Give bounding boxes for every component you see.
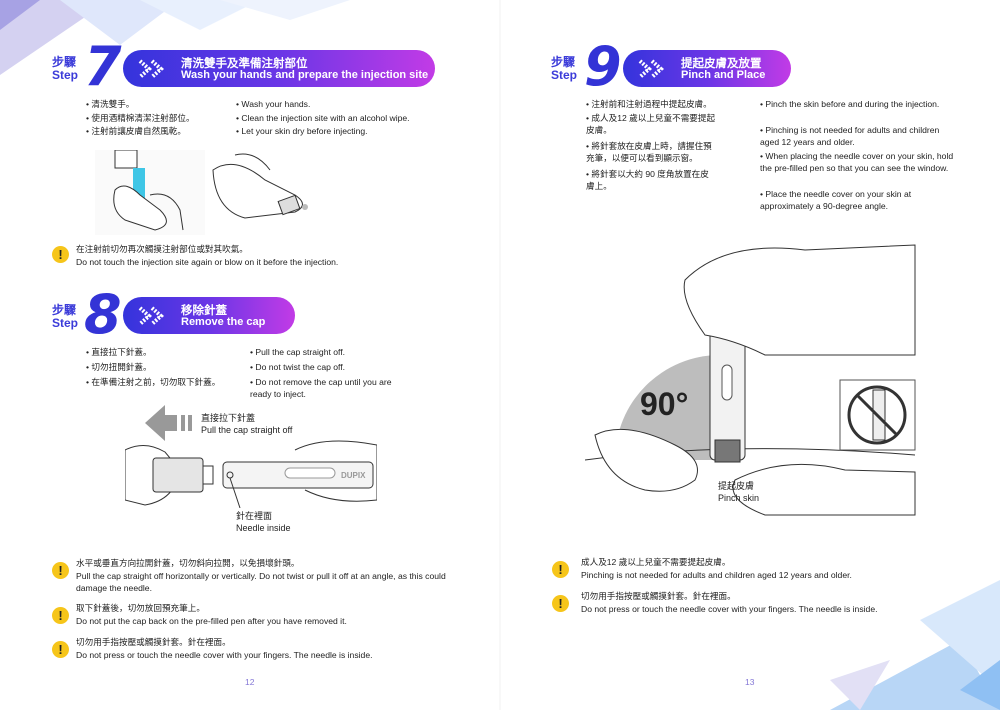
bullet-zh: 注射前讓皮膚自然風乾。: [86, 125, 186, 137]
do-not-touch-icon: [839, 379, 916, 451]
bullet-zh: 成人及12 歲以上兒童不需要提起皮膚。: [586, 112, 716, 136]
bullet-en: Let your skin dry before injecting.: [236, 125, 367, 137]
bullet-en: Clean the injection site with an alcohol…: [236, 112, 409, 124]
bullet-zh: 注射前和注射過程中提起皮膚。: [586, 98, 711, 110]
step-title-en: Remove the cap: [181, 316, 266, 328]
bullet-en: Pull the cap straight off.: [250, 346, 345, 358]
step-title-en: Pinch and Place: [681, 69, 766, 81]
warning-icon: !: [52, 246, 69, 263]
bullet-zh: 直接拉下針蓋。: [86, 346, 151, 358]
warning-icon: !: [552, 561, 569, 578]
warning-en: Do not touch the injection site again or…: [76, 256, 339, 267]
step-title-zh: 移除針蓋: [181, 305, 227, 317]
bullet-zh: 將針套放在皮膚上時，請握住預充筆，以便可以看到顯示窗。: [586, 140, 716, 164]
angle-label: 90°: [640, 386, 688, 422]
step-number: 9: [584, 35, 622, 98]
warning-zh: 在注射前切勿再次觸摸注射部位或對其吹氣。: [76, 244, 248, 254]
step-title-banner: 提起皮膚及放置 Pinch and Place: [623, 50, 791, 87]
warning-icon: !: [52, 607, 69, 624]
double-chevron-icon: [638, 59, 665, 79]
pen-cap-removal-illustration: DUPIX: [125, 440, 377, 508]
bullet-en: Pinching is not needed for adults and ch…: [760, 124, 950, 148]
step-number: 8: [84, 283, 122, 346]
bullet-en: Place the needle cover on your skin at a…: [760, 188, 950, 212]
warning-icon: !: [52, 562, 69, 579]
step-title-en: Wash your hands and prepare the injectio…: [181, 69, 429, 81]
step-number: 7: [84, 35, 122, 98]
arrow-left-icon: [145, 405, 192, 441]
bullet-zh: 將針套以大約 90 度角放置在皮膚上。: [586, 168, 716, 192]
step-title-zh: 提起皮膚及放置: [681, 58, 762, 70]
bullet-en: Do not twist the cap off.: [250, 361, 345, 373]
bullet-zh: 切勿扭開針蓋。: [86, 361, 151, 373]
step-title-banner: 移除針蓋 Remove the cap: [123, 297, 295, 334]
bullet-en: Do not remove the cap until you are read…: [250, 376, 410, 400]
double-chevron-icon: [138, 306, 165, 326]
step-title-banner: 清洗雙手及準備注射部位 Wash your hands and prepare …: [123, 50, 435, 87]
bullet-en: When placing the needle cover on your sk…: [760, 150, 955, 174]
warning-icon: !: [52, 641, 69, 658]
bullet-zh: 清洗雙手。: [86, 98, 134, 110]
bullet-zh: 使用酒精棉清潔注射部位。: [86, 112, 194, 124]
pinch-and-place-illustration: 90°: [585, 244, 916, 516]
bullet-en: Pinch the skin before and during the inj…: [760, 98, 950, 110]
page-number: 12: [245, 677, 255, 687]
bullet-zh: 在準備注射之前，切勿取下針蓋。: [86, 376, 220, 388]
wash-hands-illustration: [95, 150, 317, 235]
bullet-en: Wash your hands.: [236, 98, 310, 110]
page-number: 13: [745, 677, 755, 687]
pen-brand-label: DUPIX: [341, 471, 366, 480]
step-title-zh: 清洗雙手及準備注射部位: [181, 58, 308, 70]
warning-icon: !: [552, 595, 569, 612]
double-chevron-icon: [138, 59, 165, 79]
